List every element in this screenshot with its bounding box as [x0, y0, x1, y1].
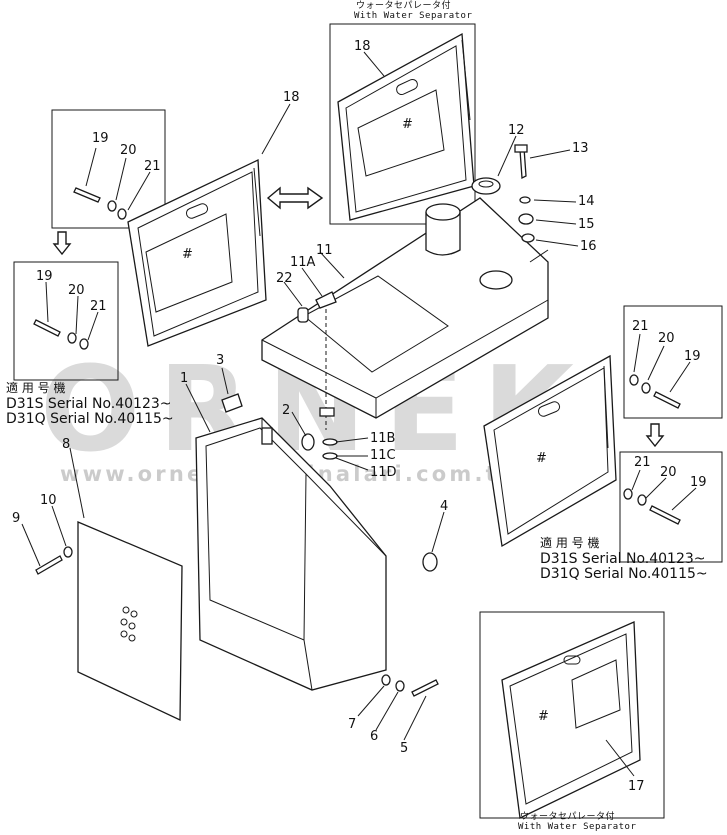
- frame-1: [195, 417, 387, 691]
- label-19-c: 19: [684, 349, 701, 364]
- bolt-set-upper-left: [73, 187, 127, 220]
- leader-lines: [21, 51, 697, 777]
- label-8: 8: [62, 437, 70, 452]
- part-11d: [322, 452, 338, 460]
- label-19-a: 19: [92, 131, 109, 146]
- grommet-4: [422, 552, 438, 572]
- bolt-set-lower-left: [33, 319, 89, 350]
- part-labels: 18 18 19 20 21 19 20 21 21 20 19 21 20 1…: [12, 39, 707, 794]
- plug-2: [301, 433, 315, 451]
- label-11c: 11C: [370, 448, 396, 463]
- inset-box-bolt-lower-right: [619, 451, 723, 563]
- label-20-a: 20: [120, 143, 137, 158]
- caption-bottom-jp: ウォータセパレータ付: [520, 812, 616, 822]
- bolt-set-upper-right: [629, 374, 681, 409]
- applicability-left-line1: D31S Serial No.40123~: [6, 396, 172, 412]
- label-21-d: 21: [634, 455, 651, 470]
- svg-text:#: #: [182, 247, 193, 262]
- label-19-d: 19: [690, 475, 707, 490]
- clip-3: [221, 393, 243, 413]
- door-panel-right: #: [483, 354, 617, 548]
- washer-6: [395, 680, 405, 692]
- applicability-right-line2: D31Q Serial No.40115~: [540, 566, 708, 582]
- washer-10: [63, 546, 73, 558]
- nut-15: [518, 213, 534, 225]
- label-20-c: 20: [658, 331, 675, 346]
- inset-box-top-separator: [329, 23, 476, 225]
- applicability-right-line1: D31S Serial No.40123~: [540, 551, 706, 567]
- label-21-a: 21: [144, 159, 161, 174]
- side-plate-8: [77, 521, 183, 722]
- down-arrow-right: [645, 423, 665, 448]
- filler-cap-12: [471, 177, 501, 195]
- washer-16: [521, 233, 535, 243]
- inset-box-bottom-separator: [479, 611, 665, 819]
- part-11c: [322, 438, 338, 446]
- door-panel-left: #: [127, 158, 267, 347]
- part-11b: [319, 407, 335, 417]
- label-7: 7: [348, 717, 356, 732]
- label-20-b: 20: [68, 283, 85, 298]
- label-19-b: 19: [36, 269, 53, 284]
- applicability-right-heading: 適 用 号 機: [540, 536, 600, 550]
- caption-top-jp: ウォータセパレータ付: [356, 1, 452, 11]
- caption-bottom-en: With Water Separator: [518, 822, 637, 832]
- inset-box-bolt-upper-left: [51, 109, 166, 229]
- bolt-set-lower-right: [623, 488, 681, 525]
- label-13: 13: [572, 141, 589, 156]
- bolt-13: [514, 144, 528, 180]
- label-16: 16: [580, 239, 597, 254]
- label-2: 2: [282, 403, 290, 418]
- applicability-left-heading: 適 用 号 機: [6, 381, 66, 395]
- label-10: 10: [40, 493, 57, 508]
- caption-top-en: With Water Separator: [354, 11, 473, 21]
- label-11: 11: [316, 243, 333, 258]
- bolt-5: [411, 679, 439, 697]
- label-5: 5: [400, 741, 408, 756]
- label-21-c: 21: [632, 319, 649, 334]
- svg-text:#: #: [536, 451, 547, 466]
- label-3: 3: [216, 353, 224, 368]
- label-11b: 11B: [370, 431, 395, 446]
- door-panel-top: #: [337, 32, 475, 221]
- label-12: 12: [508, 123, 525, 138]
- label-1: 1: [180, 371, 188, 386]
- bolt-9: [35, 555, 63, 575]
- washer-7: [381, 674, 391, 686]
- label-18-left: 18: [283, 90, 300, 105]
- label-14: 14: [578, 194, 595, 209]
- label-9: 9: [12, 511, 20, 526]
- label-11a: 11A: [290, 255, 316, 270]
- down-arrow-left: [52, 231, 72, 256]
- label-21-b: 21: [90, 299, 107, 314]
- label-17: 17: [628, 779, 645, 794]
- applicability-left-line2: D31Q Serial No.40115~: [6, 411, 174, 427]
- label-4: 4: [440, 499, 448, 514]
- washer-14: [519, 196, 531, 204]
- lock-22: [297, 307, 309, 323]
- label-20-d: 20: [660, 465, 677, 480]
- svg-text:#: #: [538, 709, 549, 724]
- label-18-top: 18: [354, 39, 371, 54]
- label-15: 15: [578, 217, 595, 232]
- label-6: 6: [370, 729, 378, 744]
- inset-box-bolt-upper-right: [623, 305, 723, 419]
- double-arrow: [266, 186, 324, 210]
- svg-text:#: #: [402, 117, 413, 132]
- inset-box-bolt-lower-left: [13, 261, 119, 381]
- bracket-11a: [315, 291, 337, 309]
- label-22: 22: [276, 271, 293, 286]
- label-11d: 11D: [370, 465, 397, 480]
- door-panel-bottom: #: [501, 621, 641, 819]
